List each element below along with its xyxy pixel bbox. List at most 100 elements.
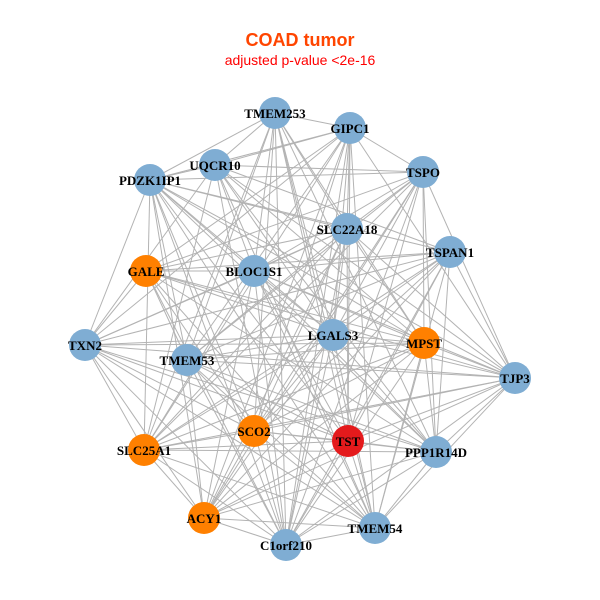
node-label: ACY1 xyxy=(187,511,222,526)
edge-TJP3-PPP1R14D xyxy=(435,377,516,453)
node-circle xyxy=(130,255,162,287)
edge-TXN2-SLC25A1 xyxy=(84,344,145,451)
edge-GIPC1-TXN2 xyxy=(84,127,351,346)
node-TJP3: TJP3 xyxy=(499,362,531,394)
node-circle xyxy=(359,512,391,544)
edge-PDZK1IP1-C1orf210 xyxy=(149,179,287,546)
node-circle xyxy=(199,149,231,181)
edge-PDZK1IP1-MPST xyxy=(149,179,425,344)
edge-TMEM53-C1orf210 xyxy=(186,359,287,546)
edge-LGALS3-SLC25A1 xyxy=(143,334,334,451)
edge-BLOC1S1-C1orf210 xyxy=(253,270,287,546)
edge-UQCR10-LGALS3 xyxy=(214,164,334,336)
node-label: C1orf210 xyxy=(260,538,312,553)
node-UQCR10: UQCR10 xyxy=(189,149,241,181)
edge-SCO2-TMEM54 xyxy=(253,430,376,529)
edge-UQCR10-TJP3 xyxy=(214,164,516,379)
edge-TSPO-TST xyxy=(347,171,424,442)
edge-TSPO-SCO2 xyxy=(253,171,424,432)
node-label: TST xyxy=(336,434,361,449)
node-TMEM54: TMEM54 xyxy=(348,512,403,544)
edge-SLC22A18-TJP3 xyxy=(346,228,516,379)
node-label: TMEM54 xyxy=(348,521,403,536)
node-label: PDZK1IP1 xyxy=(119,173,181,188)
node-TMEM53: TMEM53 xyxy=(160,344,215,376)
node-TMEM253: TMEM253 xyxy=(244,97,306,129)
node-PPP1R14D: PPP1R14D xyxy=(405,436,467,468)
edge-UQCR10-BLOC1S1 xyxy=(214,164,255,272)
node-PDZK1IP1: PDZK1IP1 xyxy=(119,164,181,196)
edge-TSPAN1-TJP3 xyxy=(449,251,516,379)
node-TXN2: TXN2 xyxy=(68,329,102,361)
edge-UQCR10-TSPO xyxy=(214,164,424,173)
edge-TST-C1orf210 xyxy=(285,440,349,546)
edge-TXN2-C1orf210 xyxy=(84,344,287,546)
node-GIPC1: GIPC1 xyxy=(331,112,370,144)
edge-TMEM253-TMEM54 xyxy=(274,112,376,529)
node-ACY1: ACY1 xyxy=(187,502,222,534)
edge-GALE-MPST xyxy=(145,270,425,344)
node-circle xyxy=(408,327,440,359)
node-label: PPP1R14D xyxy=(405,445,467,460)
edge-TXN2-TST xyxy=(84,344,349,442)
edge-TSPAN1-GALE xyxy=(145,251,451,272)
edge-SCO2-C1orf210 xyxy=(253,430,287,546)
node-circle xyxy=(188,502,220,534)
edge-SCO2-SLC25A1 xyxy=(143,430,255,451)
node-C1orf210: C1orf210 xyxy=(260,529,312,561)
edge-TSPAN1-C1orf210 xyxy=(285,251,451,546)
edge-SLC22A18-C1orf210 xyxy=(285,228,348,546)
edge-TSPO-C1orf210 xyxy=(285,171,424,546)
edge-MPST-TMEM54 xyxy=(374,342,425,529)
edge-GIPC1-SCO2 xyxy=(253,127,351,432)
node-label: LGALS3 xyxy=(308,328,359,343)
edge-MPST-TMEM53 xyxy=(186,342,425,361)
edge-PDZK1IP1-SLC25A1 xyxy=(143,179,151,451)
edge-TMEM53-TST xyxy=(186,359,349,442)
node-label: TXN2 xyxy=(68,338,102,353)
edge-BLOC1S1-TST xyxy=(253,270,349,442)
edge-LGALS3-PPP1R14D xyxy=(332,334,437,453)
edge-UQCR10-TXN2 xyxy=(84,164,216,346)
node-label: MPST xyxy=(406,336,442,351)
edge-PPP1R14D-TMEM54 xyxy=(374,451,437,529)
node-MPST: MPST xyxy=(406,327,442,359)
node-label: SCO2 xyxy=(237,424,270,439)
node-SLC25A1: SLC25A1 xyxy=(117,434,171,466)
edge-SLC22A18-LGALS3 xyxy=(332,228,348,336)
edge-MPST-TJP3 xyxy=(423,342,516,379)
edge-TMEM53-SCO2 xyxy=(186,359,255,432)
edge-TXN2-LGALS3 xyxy=(84,334,334,346)
edge-BLOC1S1-ACY1 xyxy=(203,270,255,519)
figure-subtitle: adjusted p-value <2e-16 xyxy=(224,52,376,68)
edge-UQCR10-SLC25A1 xyxy=(143,164,216,451)
edge-TSPAN1-SLC25A1 xyxy=(143,251,451,451)
edge-UQCR10-TSPAN1 xyxy=(214,164,451,253)
edge-GALE-TMEM53 xyxy=(145,270,188,361)
edge-PPP1R14D-ACY1 xyxy=(203,451,437,519)
edge-TSPO-TJP3 xyxy=(422,171,516,379)
edge-GIPC1-PDZK1IP1 xyxy=(149,127,351,181)
node-circle xyxy=(331,213,363,245)
edge-TSPAN1-PPP1R14D xyxy=(435,251,451,453)
edge-MPST-SCO2 xyxy=(253,342,425,432)
edge-TJP3-SLC25A1 xyxy=(143,377,516,451)
node-label: TMEM253 xyxy=(244,106,306,121)
edge-TMEM253-LGALS3 xyxy=(274,112,334,336)
edge-GIPC1-TMEM54 xyxy=(349,127,376,529)
edge-TXN2-TMEM54 xyxy=(84,344,376,529)
edge-TST-ACY1 xyxy=(203,440,349,519)
edge-UQCR10-TMEM54 xyxy=(214,164,376,529)
edge-TMEM253-C1orf210 xyxy=(274,112,287,546)
edge-TMEM253-TMEM53 xyxy=(186,112,276,361)
edge-UQCR10-PPP1R14D xyxy=(214,164,437,453)
node-circle xyxy=(334,112,366,144)
edge-MPST-SLC25A1 xyxy=(143,342,425,451)
node-TST: TST xyxy=(332,425,364,457)
edge-PDZK1IP1-LGALS3 xyxy=(149,179,334,336)
node-circle xyxy=(259,97,291,129)
edge-TXN2-ACY1 xyxy=(84,344,205,519)
node-circle xyxy=(317,319,349,351)
edge-TMEM253-PDZK1IP1 xyxy=(149,112,276,181)
